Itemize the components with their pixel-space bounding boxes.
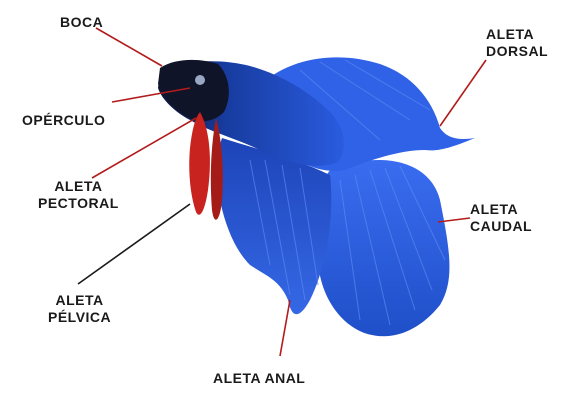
fish-head bbox=[158, 60, 229, 121]
label-aleta-pectoral: ALETA PECTORAL bbox=[38, 178, 119, 212]
anal-leader bbox=[280, 300, 290, 356]
label-boca: BOCA bbox=[60, 14, 103, 31]
caudal-fin bbox=[317, 160, 450, 336]
fish-eye bbox=[195, 75, 205, 85]
pelvic-leader bbox=[78, 204, 190, 284]
label-aleta-caudal: ALETA CAUDAL bbox=[470, 201, 532, 235]
label-operculo: OPÉRCULO bbox=[22, 112, 105, 129]
boca-leader bbox=[96, 28, 162, 66]
label-aleta-anal: ALETA ANAL bbox=[213, 370, 305, 387]
label-aleta-dorsal: ALETA DORSAL bbox=[486, 26, 548, 60]
pectoral-leader bbox=[92, 118, 196, 178]
dorsal-leader bbox=[440, 60, 486, 126]
label-aleta-pelvica: ALETA PÉLVICA bbox=[48, 292, 111, 326]
